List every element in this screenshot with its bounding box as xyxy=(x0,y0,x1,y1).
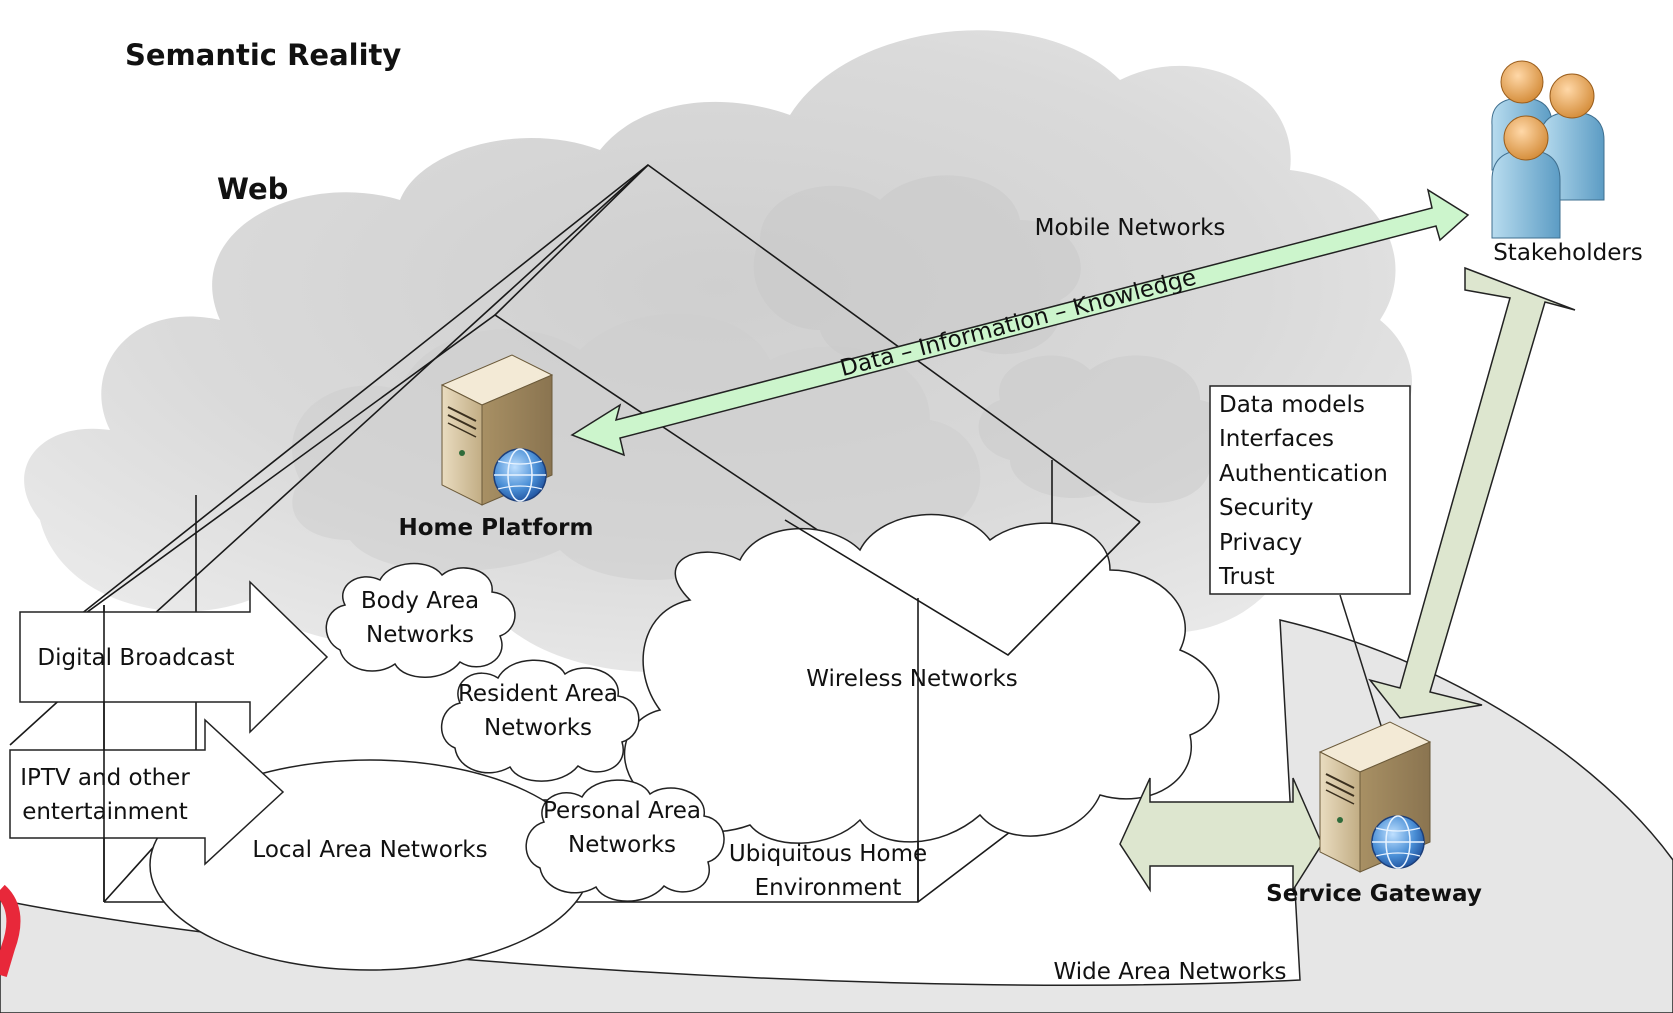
digital-broadcast-arrow: Digital Broadcast xyxy=(19,580,329,734)
body-area-networks-cloud: Body Area Networks xyxy=(325,562,516,678)
feature-item: Interfaces xyxy=(1219,426,1334,452)
wireless-networks-label: Wireless Networks xyxy=(806,666,1018,692)
feature-item: Trust xyxy=(1218,564,1275,590)
stakeholders-label: Stakeholders xyxy=(1493,240,1643,266)
personal-area-label-2: Networks xyxy=(568,832,676,858)
web-label: Web xyxy=(217,172,288,206)
roof-overlay xyxy=(784,519,1141,657)
server-globe-icon xyxy=(440,354,554,506)
personal-area-networks-cloud: Personal Area Networks xyxy=(525,779,725,902)
feature-item: Authentication xyxy=(1219,461,1388,487)
resident-area-networks-cloud: Resident Area Networks xyxy=(440,659,640,782)
feature-item: Security xyxy=(1219,495,1313,521)
body-area-label-2: Networks xyxy=(366,622,474,648)
feature-item: Data models xyxy=(1219,392,1365,418)
wireless-networks-cloud: Wireless Networks xyxy=(623,513,1220,844)
page-title: Semantic Reality xyxy=(125,38,401,72)
red-arc-decoration xyxy=(0,884,21,977)
local-area-networks-label: Local Area Networks xyxy=(252,837,487,863)
feature-connector xyxy=(1339,594,1385,736)
people-group-icon xyxy=(1491,60,1605,239)
personal-area-label-1: Personal Area xyxy=(543,798,701,824)
ubiquitous-home-label-2: Environment xyxy=(755,875,902,901)
ubiquitous-home-label-1: Ubiquitous Home xyxy=(729,841,927,867)
wide-area-networks-label: Wide Area Networks xyxy=(1054,959,1287,985)
iptv-arrow: IPTV and other entertainment xyxy=(9,718,285,866)
mobile-networks-label: Mobile Networks xyxy=(1035,215,1226,241)
body-area-label-1: Body Area xyxy=(361,588,479,614)
digital-broadcast-label: Digital Broadcast xyxy=(37,645,234,671)
resident-area-label-2: Networks xyxy=(484,715,592,741)
iptv-label-2: entertainment xyxy=(22,799,188,825)
home-platform-label: Home Platform xyxy=(399,515,594,541)
server-globe-icon xyxy=(1318,721,1432,873)
iptv-label-1: IPTV and other xyxy=(20,765,190,791)
service-gateway-label: Service Gateway xyxy=(1266,881,1482,907)
resident-area-label-1: Resident Area xyxy=(458,681,618,707)
feature-box: Data models Interfaces Authentication Se… xyxy=(1209,385,1411,595)
stakeholder-gateway-arrow xyxy=(1368,266,1576,719)
feature-item: Privacy xyxy=(1219,530,1302,556)
